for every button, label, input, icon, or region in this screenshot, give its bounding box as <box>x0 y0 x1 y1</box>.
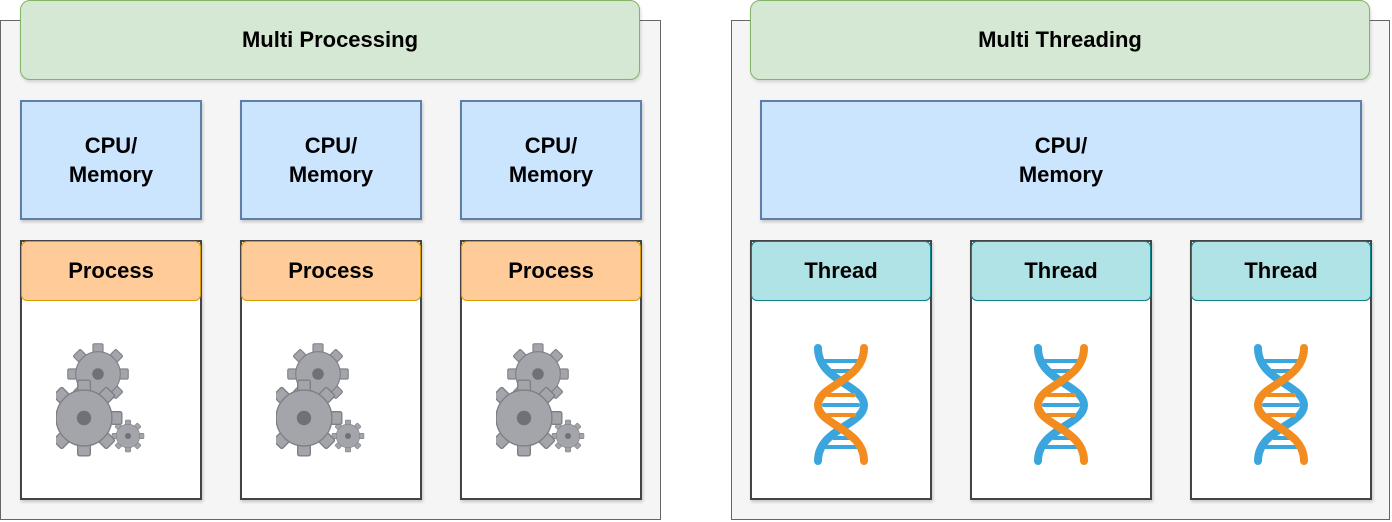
multi-processing-title: Multi Processing <box>20 0 640 80</box>
cpu-label: CPU/ <box>524 133 578 158</box>
thread-header: Thread <box>971 241 1151 301</box>
cpu-label: CPU/ <box>84 133 138 158</box>
dna-icon <box>1026 343 1096 467</box>
memory-label: Memory <box>1018 162 1104 187</box>
memory-label: Memory <box>68 162 154 187</box>
memory-label: Memory <box>288 162 374 187</box>
thread-card: Thread <box>750 240 932 500</box>
multi-threading-title: Multi Threading <box>750 0 1370 80</box>
thread-card: Thread <box>1190 240 1372 500</box>
thread-header: Thread <box>751 241 931 301</box>
gears-icon <box>276 340 386 470</box>
process-header: Process <box>241 241 421 301</box>
process-card: Process <box>460 240 642 500</box>
cpu-label: CPU/ <box>1034 133 1088 158</box>
process-header: Process <box>21 241 201 301</box>
shared-cpu-memory-block: CPU/Memory <box>760 100 1362 220</box>
process-card: Process <box>20 240 202 500</box>
gears-icon <box>56 340 166 470</box>
process-card: Process <box>240 240 422 500</box>
cpu-memory-block: CPU/Memory <box>20 100 202 220</box>
thread-header: Thread <box>1191 241 1371 301</box>
cpu-memory-block: CPU/Memory <box>460 100 642 220</box>
process-header: Process <box>461 241 641 301</box>
cpu-label: CPU/ <box>304 133 358 158</box>
memory-label: Memory <box>508 162 594 187</box>
gears-icon <box>496 340 606 470</box>
dna-icon <box>1246 343 1316 467</box>
thread-card: Thread <box>970 240 1152 500</box>
dna-icon <box>806 343 876 467</box>
cpu-memory-block: CPU/Memory <box>240 100 422 220</box>
